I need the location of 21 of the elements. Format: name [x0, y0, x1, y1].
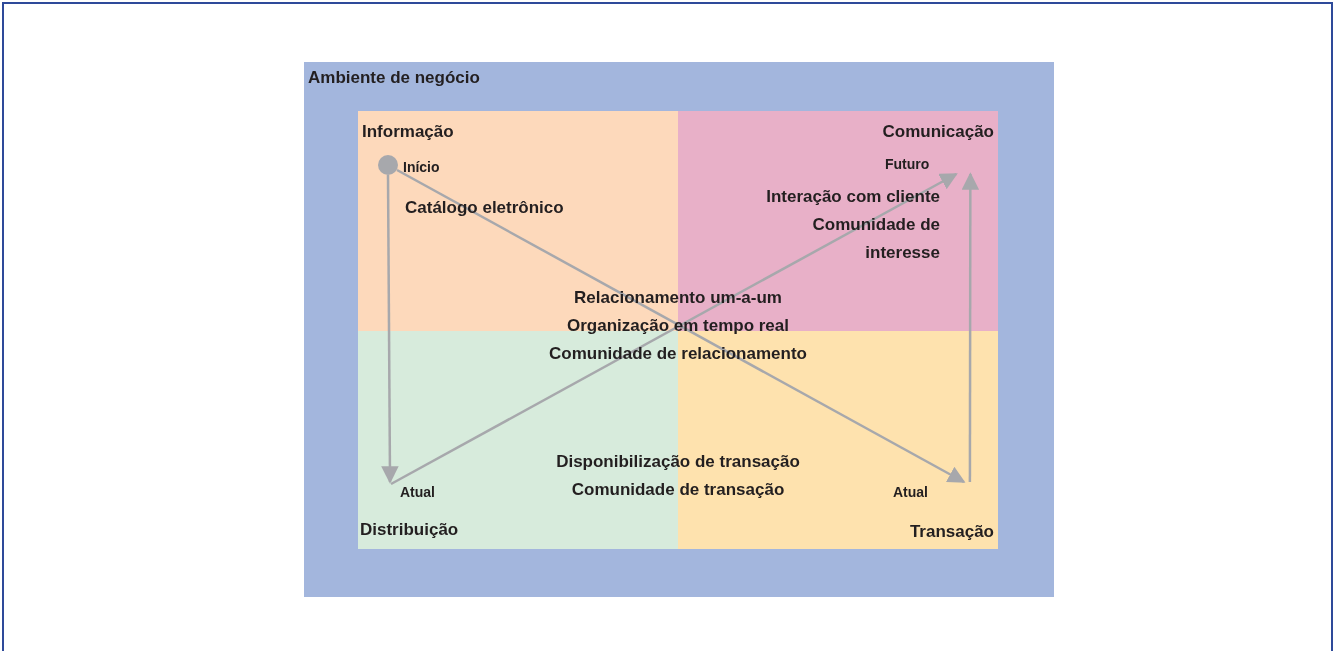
start-dot: [378, 155, 398, 175]
center-text: Organização em tempo real: [566, 316, 790, 336]
quadrant-text: Comunidade de interesse: [811, 214, 940, 264]
center-text: Comunidade de transação: [570, 480, 786, 500]
quadrant-title: Transação: [908, 522, 994, 542]
quadrant-title: Distribuição: [360, 520, 459, 540]
point-label: Atual: [384, 482, 454, 502]
point-label: Futuro: [882, 154, 976, 174]
center-text: Relacionamento um-a-um: [573, 288, 783, 308]
center-text: Comunidade de relacionamento: [548, 344, 808, 364]
arrow: [961, 172, 980, 482]
quadrant-text: Interação com cliente: [765, 186, 940, 208]
center-text: Disponibilização de transação: [555, 452, 801, 472]
point-label: Atual: [890, 482, 975, 502]
panel-title: Ambiente de negócio: [308, 68, 480, 88]
quadrant-title: Informação: [362, 122, 454, 142]
arrow: [381, 175, 399, 484]
quadrant-title: Comunicação: [881, 122, 994, 142]
quadrant-text: Catálogo eletrônico: [405, 198, 564, 218]
environment-panel: [304, 62, 1054, 597]
point-label: Início: [403, 158, 440, 177]
